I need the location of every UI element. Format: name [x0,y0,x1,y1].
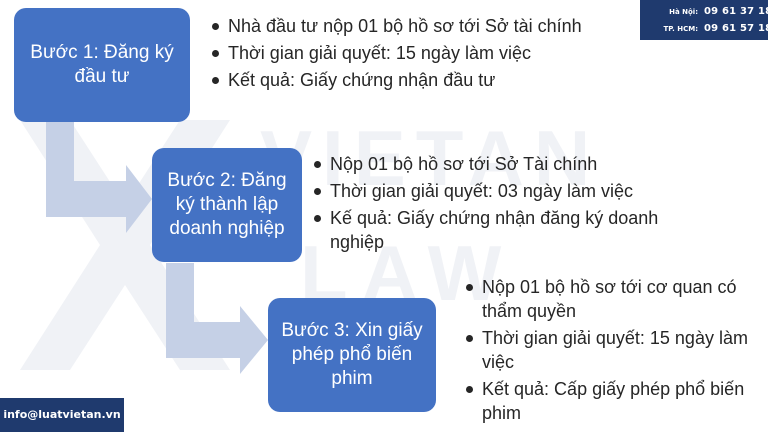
email-contact[interactable]: info@luatvietan.vn [0,398,124,432]
step-1-details: Nhà đầu tư nộp 01 bộ hồ sơ tới Sở tài ch… [212,14,602,95]
hanoi-phone[interactable]: 09 61 37 18 18 [704,6,768,17]
step-1-bullet-1: Nhà đầu tư nộp 01 bộ hồ sơ tới Sở tài ch… [212,14,602,38]
arrow-step2-to-step3 [166,263,268,374]
hcm-phone[interactable]: 09 61 57 18 18 [704,23,768,34]
step-1-bullet-3: Kết quả: Giấy chứng nhận đầu tư [212,68,602,92]
step-3-details: Nộp 01 bộ hồ sơ tới cơ quan có thẩm quyề… [466,275,756,428]
step-2-details: Nộp 01 bộ hồ sơ tới Sở Tài chính Thời gi… [314,152,694,257]
arrow-step1-to-step2 [46,122,152,233]
step-3-bullet-2: Thời gian giải quyết: 15 ngày làm việc [466,326,756,374]
step-3-bullet-1: Nộp 01 bộ hồ sơ tới cơ quan có thẩm quyề… [466,275,756,323]
hanoi-label: Hà Nội: [669,8,698,16]
step-1-box: Bước 1: Đăng ký đầu tư [14,8,190,122]
step-2-bullet-2: Thời gian giải quyết: 03 ngày làm việc [314,179,694,203]
step-1-bullet-2: Thời gian giải quyết: 15 ngày làm việc [212,41,602,65]
step-2-bullet-3: Kế quả: Giấy chứng nhận đăng ký doanh ng… [314,206,694,254]
step-3-bullet-3: Kết quả: Cấp giấy phép phổ biến phim [466,377,756,425]
step-2-bullet-1: Nộp 01 bộ hồ sơ tới Sở Tài chính [314,152,694,176]
hcm-label: TP. HCM: [663,25,698,33]
step-3-box: Bước 3: Xin giấy phép phổ biến phim [268,298,436,412]
contact-hotline-box: Hà Nội: 09 61 37 18 18 TP. HCM: 09 61 57… [640,0,768,40]
step-2-box: Bước 2: Đăng ký thành lập doanh nghiệp [152,148,302,262]
watermark-text-top: VIETAN [260,114,600,202]
